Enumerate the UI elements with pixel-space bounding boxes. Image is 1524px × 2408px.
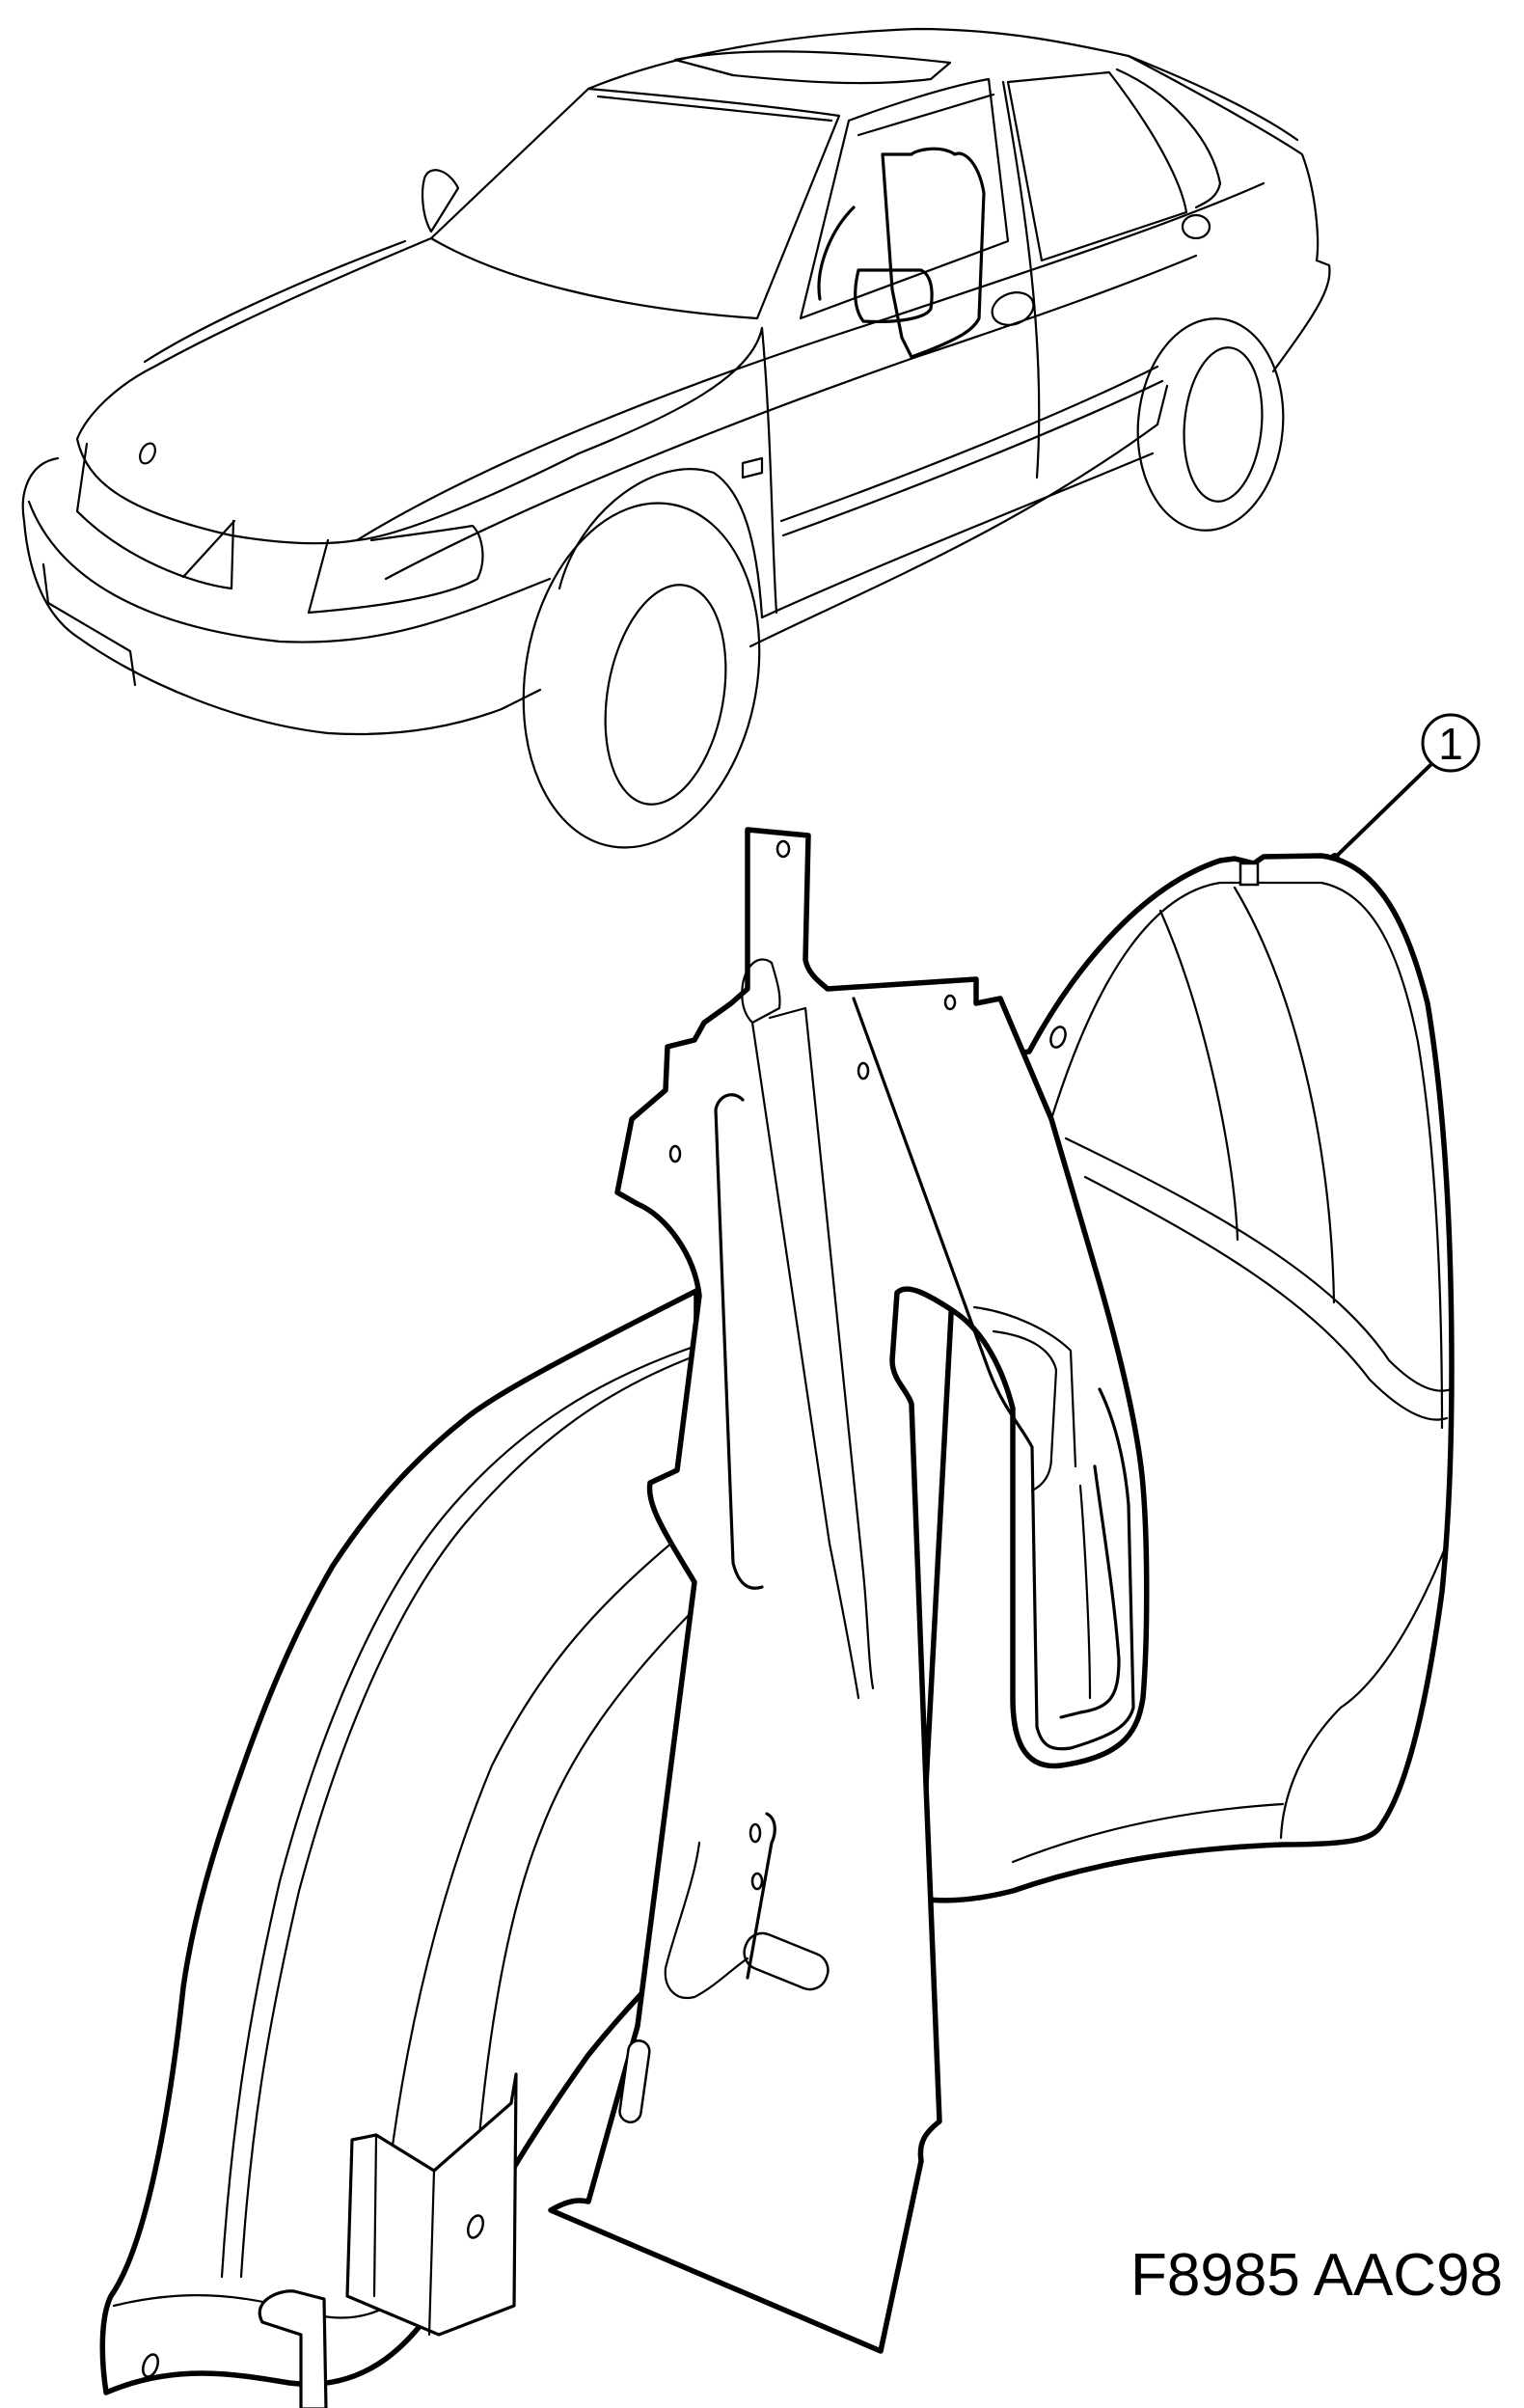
car-rear-wheel (1136, 317, 1285, 532)
car-rear-quarter (1127, 54, 1331, 373)
mount-hole-top (1238, 862, 1260, 887)
car-side-mirror (854, 268, 934, 324)
car-windshield (429, 87, 841, 320)
car-headlight (307, 524, 484, 615)
mount-hole (1049, 1026, 1067, 1049)
car-sill (748, 384, 1169, 648)
car-fuel-cap (1181, 213, 1211, 240)
wheelhouse-panel-front (99, 1288, 699, 2408)
oval-slot (743, 1931, 830, 1991)
callout-leader-line (1335, 762, 1433, 858)
callout-circle (1421, 713, 1481, 773)
car-rear-door (1001, 80, 1041, 479)
callout-1[interactable]: 1 (1330, 713, 1481, 862)
car-overview (21, 27, 1331, 849)
callout-number: 1 (1438, 719, 1463, 769)
car-front-door-window (799, 77, 1010, 320)
car-body-side (355, 181, 1265, 542)
car-seat (881, 147, 986, 359)
mounting-bracket (345, 2072, 518, 2337)
figure-code-label: F8985 AAC98 (1130, 2242, 1504, 2309)
car-front-hubcap (604, 584, 727, 806)
car-roof (586, 27, 1299, 142)
car-hood (75, 236, 764, 545)
car-hood-badge (139, 442, 156, 465)
car-sunroof (673, 50, 952, 85)
pillar-panel (548, 827, 1150, 2354)
car-front-wheel (522, 502, 761, 849)
car-front-door (760, 326, 778, 615)
car-door-handle-front (991, 291, 1035, 326)
locating-tab (258, 2289, 328, 2408)
car-front-bumper (21, 456, 542, 736)
car-front-wheel-arch (558, 468, 764, 619)
car-rear-door-window (1006, 70, 1188, 262)
car-grille (75, 442, 235, 590)
car-rear-hubcap (1183, 346, 1264, 503)
vertical-slot (618, 2039, 651, 2123)
